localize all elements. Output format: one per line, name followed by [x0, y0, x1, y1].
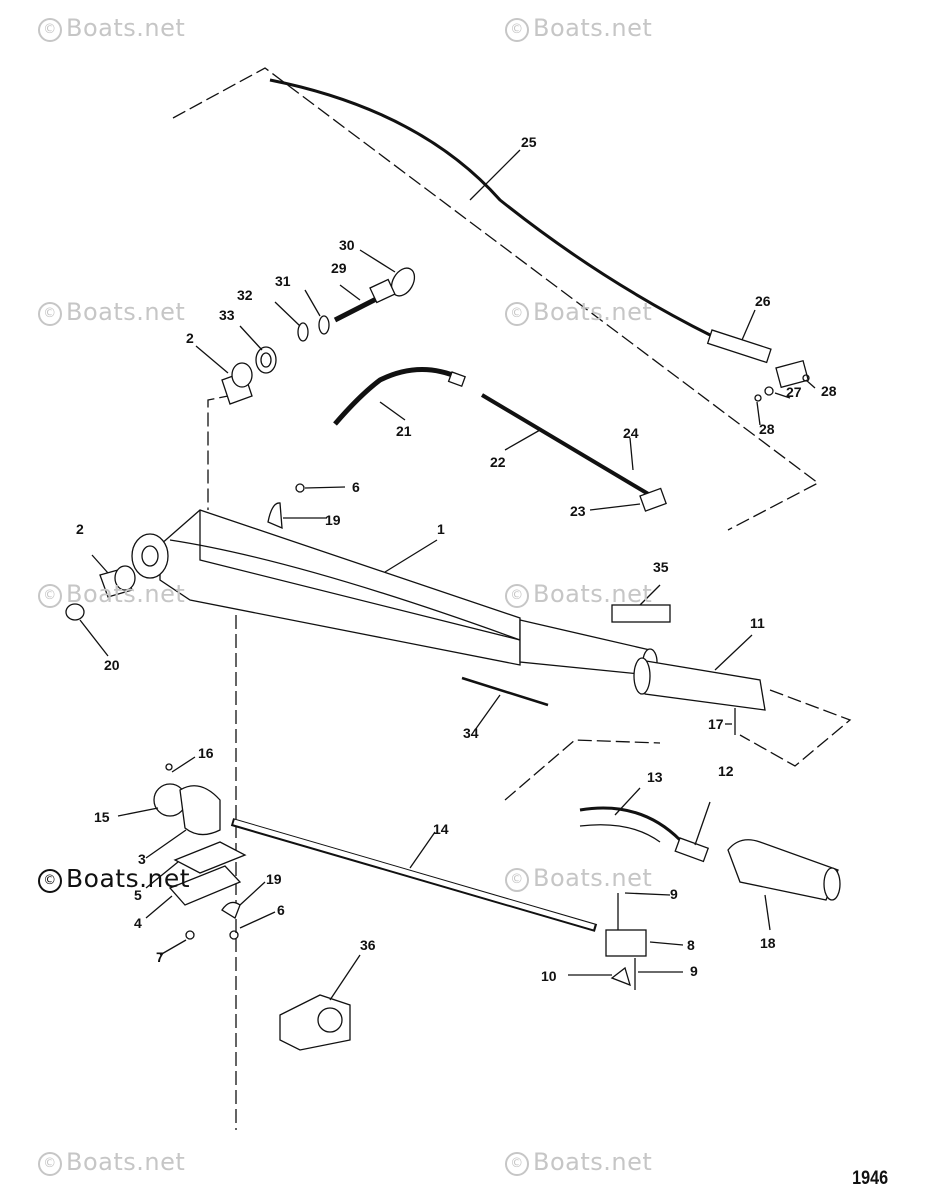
watermark: ©Boats.net — [505, 14, 652, 42]
grip-18 — [727, 839, 839, 901]
clamp-8 — [605, 929, 647, 957]
callout-7: 7 — [156, 949, 164, 965]
callout-6-bottom: 6 — [277, 902, 285, 918]
dashed-group-outline-handle — [739, 689, 852, 767]
callout-25: 25 — [521, 134, 537, 150]
bushing-33 — [255, 346, 277, 374]
callout-17: 17 — [708, 716, 724, 732]
tiller-extension — [519, 619, 651, 676]
callout-26: 26 — [755, 293, 771, 309]
callout-32: 32 — [237, 287, 253, 303]
callout-35: 35 — [653, 559, 669, 575]
block-23 — [639, 487, 667, 512]
dashed-group-outline-wiring — [504, 739, 661, 801]
callout-12: 12 — [718, 763, 734, 779]
callout-8: 8 — [687, 937, 695, 953]
callout-16: 16 — [198, 745, 214, 761]
callout-22: 22 — [490, 454, 506, 470]
flex-cable-21 — [333, 367, 462, 426]
callout-24: 24 — [623, 425, 639, 441]
callout-31: 31 — [275, 273, 291, 289]
callout-14: 14 — [433, 821, 449, 837]
wing-nut-10 — [610, 966, 631, 987]
wire-harness-13 — [579, 806, 682, 842]
callout-29: 29 — [331, 260, 347, 276]
watermark: ©Boats.net — [38, 14, 185, 42]
screw-34 — [461, 676, 549, 707]
callout-1: 1 — [437, 521, 445, 537]
callout-4: 4 — [134, 915, 142, 931]
dashed-group-outline-top — [172, 67, 820, 531]
callout-11: 11 — [750, 615, 765, 631]
washer-31 — [318, 315, 330, 335]
callout-10: 10 — [541, 968, 557, 984]
watermark: ©Boats.net — [505, 864, 652, 892]
housing-3 — [179, 785, 221, 836]
callout-6-top: 6 — [352, 479, 360, 495]
throttle-grip-11 — [639, 659, 766, 711]
watermark: ©Boats.net — [38, 298, 185, 326]
callout-28-left: 28 — [759, 421, 775, 437]
watermark: ©Boats.net — [38, 864, 190, 893]
callout-15: 15 — [94, 809, 110, 825]
callout-36: 36 — [360, 937, 376, 953]
watermark: ©Boats.net — [505, 1148, 652, 1176]
dashed-link-bushing — [207, 394, 234, 510]
clip-19-bottom — [221, 901, 241, 919]
callout-9-top: 9 — [670, 886, 678, 902]
figure-number: 1946 — [851, 1168, 888, 1189]
plate-4 — [168, 865, 242, 906]
callout-18: 18 — [760, 935, 776, 951]
watermark: ©Boats.net — [505, 298, 652, 326]
callout-33: 33 — [219, 307, 235, 323]
nut-30 — [390, 267, 416, 297]
callout-28-right: 28 — [821, 383, 837, 399]
callout-23: 23 — [570, 503, 586, 519]
throttle-cable — [269, 78, 713, 338]
callout-2-left: 2 — [76, 521, 84, 537]
callout-20: 20 — [104, 657, 120, 673]
decal-35 — [611, 604, 671, 623]
clip-19-top — [267, 502, 283, 530]
connector-12 — [674, 837, 710, 863]
watermark: ©Boats.net — [505, 580, 652, 608]
watermark: ©Boats.net — [38, 1148, 185, 1176]
rod-22 — [480, 393, 652, 497]
watermark: ©Boats.net — [38, 580, 185, 608]
callout-19-bottom: 19 — [266, 871, 282, 887]
callout-34: 34 — [463, 725, 479, 741]
callout-21: 21 — [396, 423, 412, 439]
cable-end-bracket — [775, 359, 810, 389]
cable-end-sleeve — [706, 329, 772, 364]
callout-5: 5 — [134, 887, 142, 903]
callout-2-top: 2 — [186, 330, 194, 346]
callout-27: 27 — [786, 384, 802, 400]
washer-32 — [297, 322, 309, 342]
tiller-arm-1 — [159, 509, 521, 666]
callout-9-bottom: 9 — [690, 963, 698, 979]
washer-20 — [65, 603, 85, 621]
callout-13: 13 — [647, 769, 663, 785]
callout-3: 3 — [138, 851, 146, 867]
plate-5 — [173, 841, 247, 874]
callout-19-top: 19 — [325, 512, 341, 528]
part-36 — [279, 994, 351, 1051]
callout-30: 30 — [339, 237, 355, 253]
